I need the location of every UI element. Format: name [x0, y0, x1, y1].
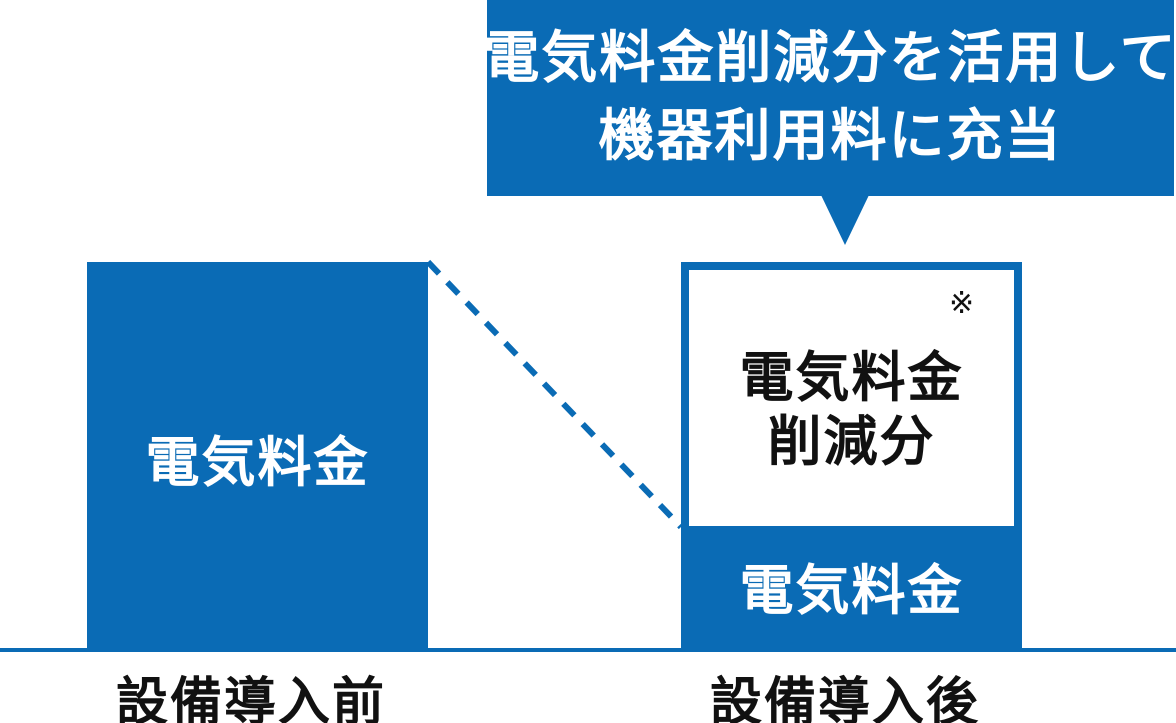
- callout-pointer: [821, 195, 869, 245]
- category-after-label: 設備導入後: [710, 673, 981, 723]
- category-before-label: 設備導入前: [116, 673, 387, 723]
- note-mark: ※: [949, 286, 975, 321]
- callout-line-2: 機器利用料に充当: [598, 104, 1063, 169]
- saving-label-line-1: 電気料金: [739, 346, 964, 409]
- baseline: [0, 648, 1176, 652]
- remaining-cost-segment: 電気料金: [689, 526, 1014, 644]
- callout-box: 電気料金削減分を活用して 機器利用料に充当: [483, 0, 1176, 196]
- bar-before-label: 電気料金: [145, 430, 370, 494]
- saving-segment: ※ 電気料金 削減分: [689, 270, 1014, 532]
- remaining-cost-label: 電気料金: [739, 558, 964, 622]
- bar-before-installation: 電気料金: [87, 262, 428, 652]
- callout-line-1: 電気料金削減分を活用して: [483, 26, 1176, 91]
- saving-label-line-2: 削減分: [767, 410, 936, 473]
- bar-after-installation: ※ 電気料金 削減分 電気料金: [681, 262, 1022, 652]
